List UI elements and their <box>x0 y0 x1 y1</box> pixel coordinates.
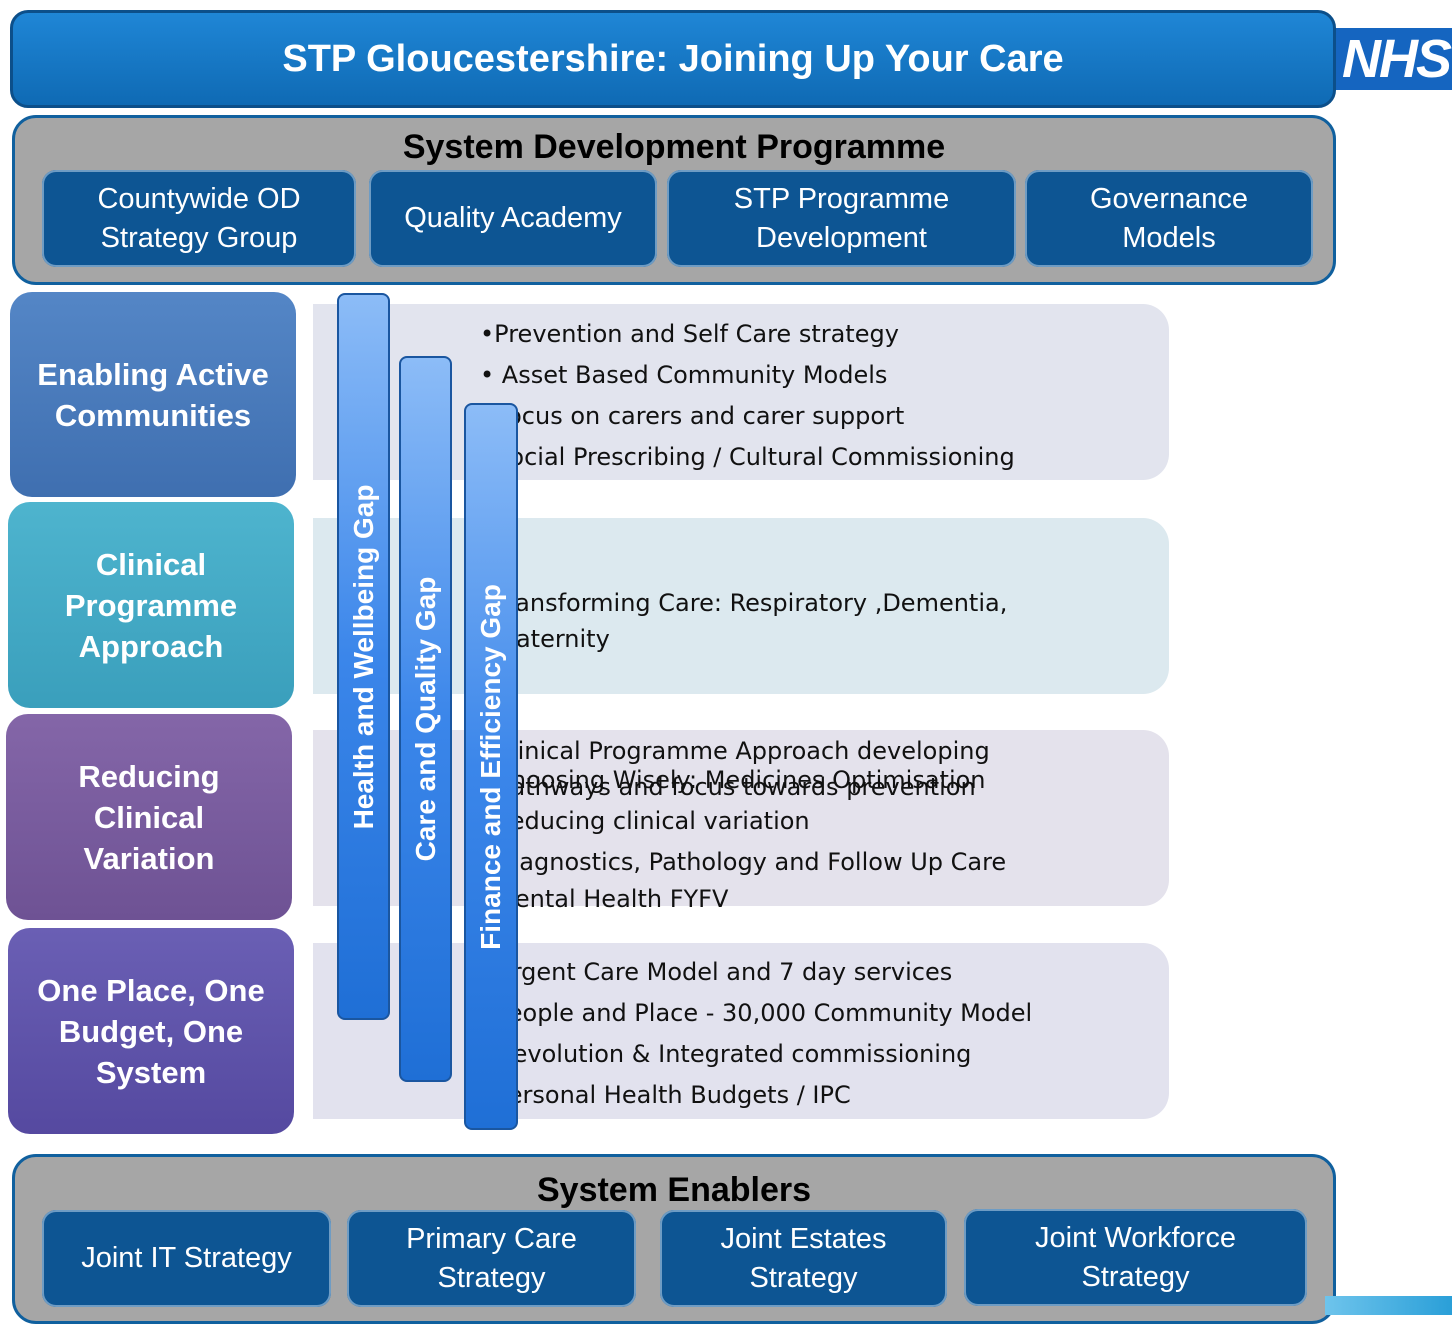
gap-bar-finance-efficiency: Finance and Efficiency Gap <box>464 403 518 1130</box>
bullet-item: •Prevention and Self Care strategy <box>480 320 899 348</box>
gap-label: Care and Quality Gap <box>409 576 441 862</box>
bullets-one-place: •Urgent Care Model and 7 day services •P… <box>480 952 1032 1116</box>
dev-box-label: Countywide OD Strategy Group <box>97 182 301 254</box>
bullets-enabling: •Prevention and Self Care strategy • Ass… <box>480 314 1015 478</box>
band-reducing-variation <box>313 730 1169 906</box>
band-one-place <box>313 943 1169 1119</box>
gap-label: Health and Wellbeing Gap <box>347 484 379 829</box>
band-enabling-active-communities <box>313 304 1169 480</box>
enabler-box-it: Joint IT Strategy <box>42 1210 331 1307</box>
bullet-item: •Clinical Programme Approach developing … <box>480 737 990 801</box>
pillar-one-place-one-budget: One Place, One Budget, One System <box>8 928 294 1134</box>
dev-box-label: Quality Academy <box>404 202 622 234</box>
dev-box-stp-programme: STP Programme Development <box>667 170 1016 267</box>
enabler-box-label: Joint Workforce Strategy <box>1035 1221 1236 1293</box>
enabler-box-label: Primary Care Strategy <box>406 1222 577 1294</box>
system-enablers-heading: System Enablers <box>536 1171 812 1209</box>
enabler-box-label: Joint IT Strategy <box>81 1242 292 1274</box>
dev-box-od-strategy: Countywide OD Strategy Group <box>42 170 356 267</box>
page-title: STP Gloucestershire: Joining Up Your Car… <box>282 37 1064 80</box>
bullet-item: •Focus on carers and carer support <box>480 402 905 430</box>
pillar-label: Clinical Programme Approach <box>64 546 238 664</box>
pillar-label: One Place, One Budget, One System <box>37 972 265 1090</box>
gap-bar-care-quality: Care and Quality Gap <box>399 356 452 1082</box>
dev-box-label: STP Programme Development <box>733 182 950 254</box>
pillar-reducing-clinical-variation: Reducing Clinical Variation <box>6 714 292 920</box>
enabler-box-label: Joint Estates Strategy <box>720 1222 887 1294</box>
nhs-logo: NHS <box>1336 28 1452 90</box>
pillar-label: Enabling Active Communities <box>37 356 269 433</box>
gap-bar-health-wellbeing: Health and Wellbeing Gap <box>337 293 390 1020</box>
bullets-clinical: •Transforming Care: Respiratory ,Dementi… <box>480 513 1007 953</box>
gap-label: Finance and Efficiency Gap <box>475 583 506 950</box>
dev-box-label: Governance Models <box>1090 182 1248 254</box>
bullet-item: •Choosing Wisely: Medicines Optimisation <box>480 766 986 794</box>
system-development-heading: System Development Programme <box>402 128 946 166</box>
dev-box-governance: Governance Models <box>1025 170 1313 267</box>
band-clinical-programme <box>313 518 1169 694</box>
bullet-item: •Personal Health Budgets / IPC <box>480 1081 851 1109</box>
footer-stripe <box>1325 1296 1452 1315</box>
enabler-box-workforce: Joint Workforce Strategy <box>964 1209 1307 1306</box>
bullet-item: •People and Place - 30,000 Community Mod… <box>480 999 1033 1027</box>
bullet-item: •Devolution & Integrated commissioning <box>480 1040 972 1068</box>
bullet-item: •Social Prescribing / Cultural Commissio… <box>480 443 1015 471</box>
bullet-item: • Asset Based Community Models <box>480 361 888 389</box>
bullet-item: •Urgent Care Model and 7 day services <box>480 958 953 986</box>
bullet-item: •Mental Health FYFV <box>480 885 729 913</box>
pillar-enabling-active-communities: Enabling Active Communities <box>10 292 296 497</box>
bullets-reducing: •Choosing Wisely: Medicines Optimisation… <box>480 760 1006 883</box>
pillar-clinical-programme-approach: Clinical Programme Approach <box>8 502 294 708</box>
dev-box-quality-academy: Quality Academy <box>369 170 657 267</box>
bullet-item: •Reducing clinical variation <box>480 807 810 835</box>
bullet-item: •Transforming Care: Respiratory ,Dementi… <box>480 589 1008 653</box>
title-banner: STP Gloucestershire: Joining Up Your Car… <box>10 10 1336 108</box>
enabler-box-primary-care: Primary Care Strategy <box>347 1210 636 1307</box>
enabler-box-estates: Joint Estates Strategy <box>660 1210 947 1307</box>
pillar-label: Reducing Clinical Variation <box>78 758 220 876</box>
bullet-item: •Diagnostics, Pathology and Follow Up Ca… <box>480 848 1007 876</box>
